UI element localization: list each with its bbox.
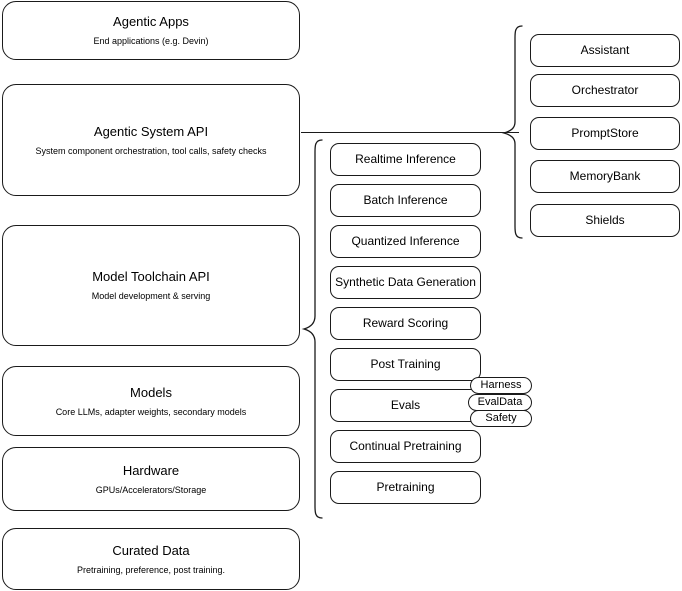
- connector-line-system-api: [301, 132, 519, 133]
- toolchain-component-label: Post Training: [370, 357, 441, 371]
- stack-layer-subtitle: Core LLMs, adapter weights, secondary mo…: [55, 406, 247, 417]
- stack-layer-title: Agentic Apps: [113, 14, 189, 29]
- toolchain-component-label: Reward Scoring: [362, 316, 449, 330]
- brace-connector-toolchain: [301, 138, 323, 520]
- stack-layer-title: Curated Data: [112, 542, 190, 558]
- stack-layer-agentic-system-api[interactable]: Agentic System API System component orch…: [2, 84, 300, 196]
- system-component-label: MemoryBank: [569, 169, 641, 183]
- system-component-label: Shields: [585, 213, 625, 227]
- stack-layer-subtitle: GPUs/Accelerators/Storage: [95, 484, 207, 495]
- stack-layer-title: Agentic System API: [93, 123, 209, 139]
- toolchain-component-label: Continual Pretraining: [349, 439, 462, 453]
- stack-layer-subtitle: System component orchestration, tool cal…: [35, 145, 267, 156]
- toolchain-component-label: Batch Inference: [363, 193, 448, 207]
- stack-layer-subtitle: End applications (e.g. Devin): [93, 36, 209, 46]
- evals-subcomponent-label: Harness: [480, 379, 522, 391]
- stack-layer-subtitle: Pretraining, preference, post training.: [76, 564, 226, 575]
- stack-layer-title: Hardware: [122, 462, 180, 478]
- toolchain-component-quantized-inference[interactable]: Quantized Inference: [330, 225, 481, 258]
- evals-subcomponent-harness[interactable]: Harness: [470, 377, 532, 394]
- toolchain-component-label: Realtime Inference: [355, 152, 456, 166]
- evals-subcomponent-safety[interactable]: Safety: [470, 410, 532, 427]
- system-component-shields[interactable]: Shields: [530, 204, 680, 237]
- stack-layer-hardware[interactable]: Hardware GPUs/Accelerators/Storage: [2, 447, 300, 511]
- evals-subcomponent-label: Safety: [485, 412, 517, 424]
- stack-layer-curated-data[interactable]: Curated Data Pretraining, preference, po…: [2, 528, 300, 590]
- system-component-label: Orchestrator: [571, 83, 639, 97]
- evals-subcomponent-label: EvalData: [477, 396, 523, 408]
- system-component-label: PromptStore: [571, 126, 639, 140]
- toolchain-component-continual-pretraining[interactable]: Continual Pretraining: [330, 430, 481, 463]
- toolchain-component-label: Quantized Inference: [351, 234, 460, 248]
- toolchain-component-evals[interactable]: Evals: [330, 389, 481, 422]
- toolchain-component-pretraining[interactable]: Pretraining: [330, 471, 481, 504]
- system-component-orchestrator[interactable]: Orchestrator: [530, 74, 680, 107]
- stack-layer-title: Models: [130, 384, 172, 400]
- toolchain-component-realtime-inference[interactable]: Realtime Inference: [330, 143, 481, 176]
- toolchain-component-batch-inference[interactable]: Batch Inference: [330, 184, 481, 217]
- stack-layer-agentic-apps[interactable]: Agentic Apps End applications (e.g. Devi…: [2, 1, 300, 60]
- stack-layer-model-toolchain-api[interactable]: Model Toolchain API Model development & …: [2, 225, 300, 346]
- toolchain-component-reward-scoring[interactable]: Reward Scoring: [330, 307, 481, 340]
- system-component-memorybank[interactable]: MemoryBank: [530, 160, 680, 193]
- toolchain-component-label: Synthetic Data Generation: [335, 275, 476, 289]
- stack-layer-title: Model Toolchain API: [92, 269, 210, 284]
- toolchain-component-post-training[interactable]: Post Training: [330, 348, 481, 381]
- system-component-assistant[interactable]: Assistant: [530, 34, 680, 67]
- system-component-label: Assistant: [580, 43, 630, 57]
- toolchain-component-label: Pretraining: [376, 480, 435, 494]
- toolchain-component-label: Evals: [390, 398, 421, 412]
- stack-layer-models[interactable]: Models Core LLMs, adapter weights, secon…: [2, 366, 300, 436]
- toolchain-component-synthetic-data-generation[interactable]: Synthetic Data Generation: [330, 266, 481, 299]
- stack-layer-subtitle: Model development & serving: [91, 291, 211, 301]
- evals-subcomponent-evaldata[interactable]: EvalData: [468, 394, 532, 411]
- system-component-promptstore[interactable]: PromptStore: [530, 117, 680, 150]
